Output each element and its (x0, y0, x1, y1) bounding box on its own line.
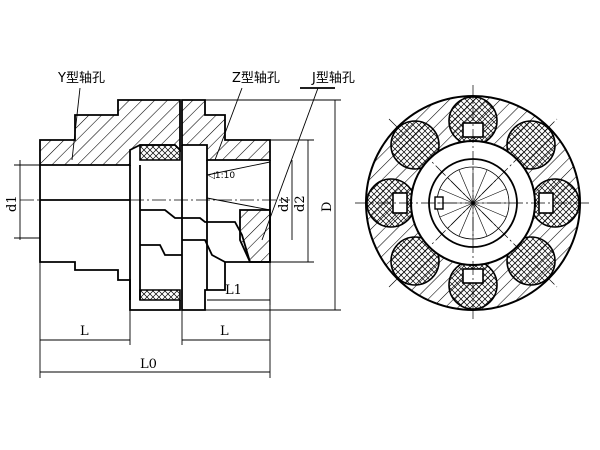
dim-D: D (320, 202, 335, 212)
spider-top (139, 144, 181, 161)
dim-dz: dz (277, 197, 292, 212)
jaw-middle-2 (140, 244, 182, 256)
dim-L-right: L (220, 324, 229, 339)
spider-bottom (139, 289, 181, 301)
end-view (355, 85, 591, 321)
leader-j (261, 87, 319, 241)
right-hub-lower (239, 209, 271, 263)
taper-lower (206, 197, 271, 211)
end-centerline-d2 (388, 118, 558, 288)
leader-y (71, 87, 81, 161)
dim-L0: L0 (140, 357, 157, 372)
dim-L1: L1 (225, 283, 242, 298)
dim-d1: d1 (5, 195, 20, 212)
jaw-middle-3 (182, 239, 226, 263)
left-hub-lower (39, 165, 181, 311)
label-y-bore: Y型轴孔 (57, 71, 105, 86)
dim-L-left: L (80, 324, 89, 339)
label-j-bore: J型轴孔 (311, 71, 355, 86)
taper-label: ◁1:10 (208, 171, 235, 181)
taper-upper (206, 161, 271, 176)
jaw-middle (140, 209, 251, 263)
section-view: ◁1:10 d1 dz d2 D (5, 87, 341, 378)
label-z-bore: Z型轴孔 (232, 71, 280, 86)
dim-d2: d2 (293, 195, 308, 212)
